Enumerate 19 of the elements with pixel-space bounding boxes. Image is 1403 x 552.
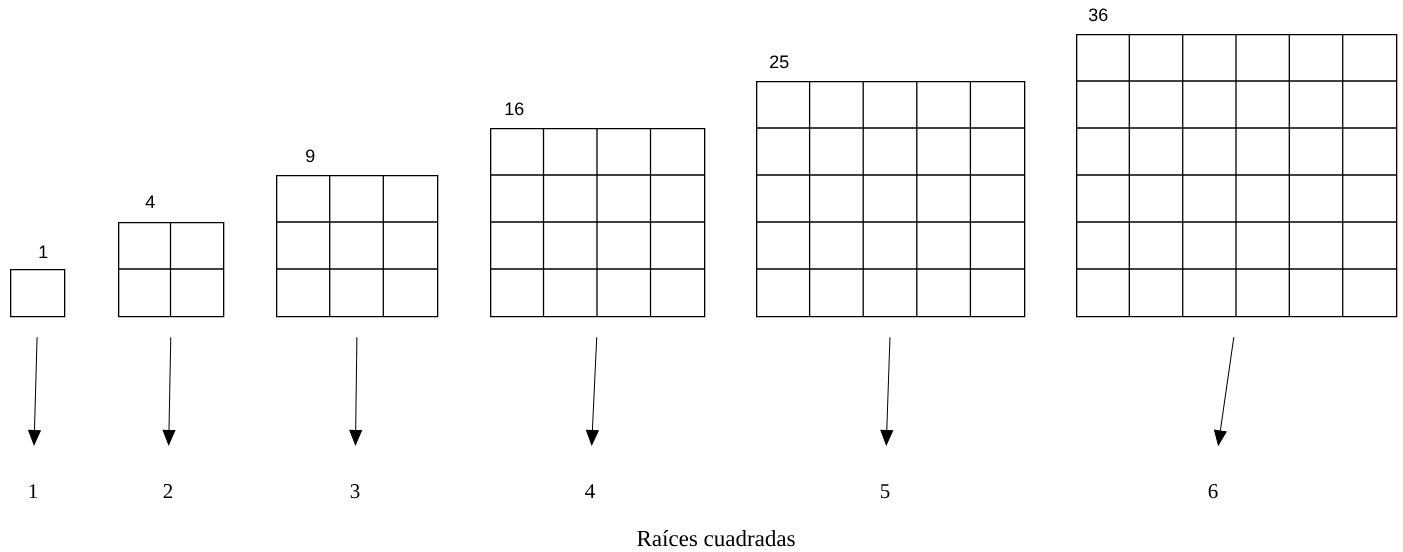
root-number: 5: [881, 484, 890, 499]
count-label: 16: [505, 102, 524, 116]
caption: Raíces cuadradas: [637, 530, 795, 547]
arrow: [880, 336, 894, 446]
arrow: [349, 336, 363, 446]
root-number: 4: [585, 484, 595, 498]
arrow: [28, 336, 41, 446]
arrow: [162, 336, 176, 446]
count-label: 36: [1088, 8, 1108, 22]
count-label: 4: [145, 195, 155, 208]
arrow: [1214, 336, 1235, 446]
count-label: 25: [770, 55, 789, 69]
root-number: 2: [163, 484, 173, 498]
count-label: 9: [306, 149, 315, 163]
arrow: [586, 336, 599, 446]
root-number: 6: [1208, 484, 1218, 499]
count-label: 1: [39, 245, 48, 258]
root-number: 3: [350, 484, 360, 499]
root-number: 1: [29, 484, 37, 498]
